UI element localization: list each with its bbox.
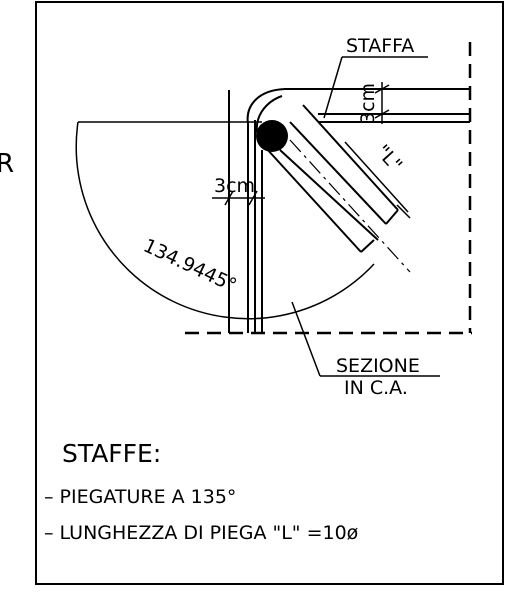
notes-heading: STAFFE: (62, 439, 161, 468)
angle-label: 134.9445° (140, 235, 240, 297)
rebar-circle (256, 120, 288, 152)
stirrup-leg-vertical (228, 90, 263, 333)
cover-dimension-vertical (374, 82, 390, 124)
section-label-line1: SEZIONE (336, 355, 420, 377)
hook-length-dimension (344, 141, 411, 219)
cover-dimension-horizontal (212, 190, 265, 206)
cover-horizontal-label: 3cm (214, 175, 255, 197)
stirrup-outer-hook (246, 88, 470, 333)
cover-vertical-label: 3cm (357, 83, 379, 124)
section-label-line2: IN C.A. (344, 377, 408, 399)
angle-arc (75, 121, 375, 320)
frame-border (35, 1, 504, 585)
note-item-1: – PIEGATURE A 135° (44, 486, 236, 508)
hook-diagonal-arms (255, 95, 399, 253)
section-leader (291, 301, 440, 377)
hook-length-label: "L" (371, 141, 406, 177)
concrete-section-outline (185, 42, 472, 335)
note-item-2: – LUNGHEZZA DI PIEGA "L" =10ø (44, 522, 358, 544)
stirrup-leg-horizontal (318, 113, 470, 123)
hook-axis-line (289, 139, 411, 273)
edge-letter: R (0, 149, 14, 179)
staffa-leader (323, 56, 428, 119)
staffa-label: STAFFA (346, 35, 414, 57)
